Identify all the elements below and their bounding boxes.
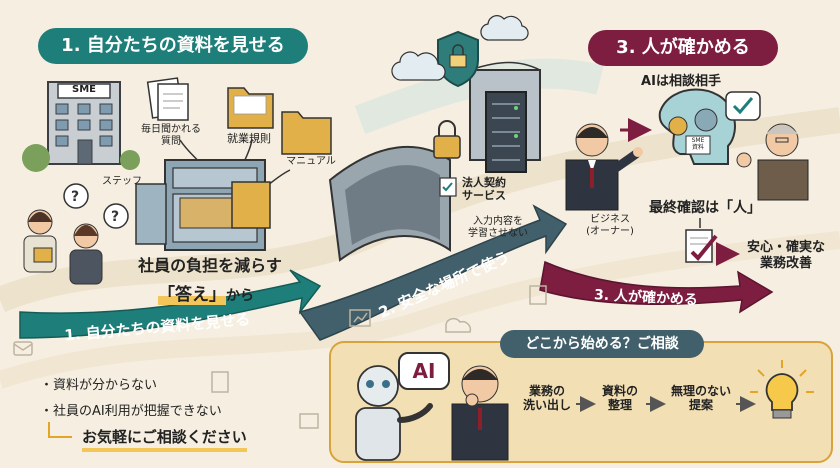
consult-step-3: 無理のない 提案 bbox=[670, 384, 731, 413]
arrow-step3 bbox=[539, 260, 774, 314]
question-bubble-icon: ? bbox=[63, 183, 89, 209]
result-label: 安心・確実な 業務改善 bbox=[746, 240, 825, 271]
question-bubble-icon: ? bbox=[103, 203, 129, 229]
burden-text-line2: 「答え」から bbox=[158, 280, 298, 305]
shield-lock-icon bbox=[437, 30, 479, 88]
service-label: 法人契約 サービス bbox=[462, 176, 506, 203]
ai-role-label: AIは相談相手 bbox=[641, 74, 721, 89]
checklist-icon bbox=[439, 177, 457, 197]
document-stack-icon bbox=[146, 77, 189, 121]
no-training-label: 入力内容を 学習させない bbox=[468, 216, 528, 239]
staff-label: ステッフ bbox=[102, 176, 142, 187]
cta-text[interactable]: お気軽にご相談ください bbox=[82, 426, 247, 452]
arrow-step1 bbox=[19, 269, 322, 339]
docs-label-rules: 就業規則 bbox=[227, 132, 271, 145]
pain-point-2: ・社員のAI利用が把握できない bbox=[40, 404, 222, 419]
checked-document-icon bbox=[685, 229, 718, 263]
docs-label-faq: 毎日聞かれる 質問 bbox=[141, 124, 201, 147]
folder-icon bbox=[227, 87, 274, 129]
business-owner-label: ビジネス (オーナー) bbox=[586, 214, 634, 237]
robot-illustration bbox=[355, 365, 433, 461]
cloud-icon bbox=[480, 15, 529, 41]
lightbulb-icon bbox=[750, 360, 814, 419]
padlock-icon bbox=[433, 120, 461, 159]
ai-head-icon bbox=[658, 88, 736, 165]
folder-icon bbox=[281, 111, 332, 155]
section3-title: 3. 人が確かめる bbox=[588, 30, 778, 66]
senior-advisor-illustration bbox=[736, 123, 809, 201]
final-check-label: 最終確認は「人」 bbox=[649, 200, 761, 216]
sme-doc-label: SME 資料 bbox=[691, 137, 705, 152]
consult-step-1: 業務の 洗い出し bbox=[522, 384, 571, 413]
office-building-icon bbox=[22, 81, 140, 172]
filing-cabinet-icon bbox=[135, 159, 271, 251]
staff-people-illustration bbox=[23, 209, 103, 285]
burden-text-line1: 社員の負担を減らす bbox=[138, 256, 282, 275]
consult-title: どこから始める？ご相談 bbox=[500, 330, 704, 358]
svg-text:?: ? bbox=[71, 189, 79, 205]
cta-arrow-icon bbox=[48, 422, 72, 438]
arrow-step2 bbox=[298, 204, 568, 341]
decor-icons bbox=[13, 285, 547, 429]
cloud-icon bbox=[391, 51, 446, 81]
ai-speech-bubble: AI bbox=[398, 352, 450, 390]
section1-title: 1. 自分たちの資料を見せる bbox=[38, 28, 308, 64]
business-owner-illustration bbox=[565, 123, 643, 211]
svg-text:?: ? bbox=[111, 209, 119, 225]
sme-sign: SME bbox=[72, 84, 96, 95]
answer-highlight: 「答え」 bbox=[158, 285, 226, 305]
server-rack-icon bbox=[485, 91, 527, 173]
thinking-man-illustration bbox=[451, 365, 509, 461]
pain-point-1: ・資料が分からない bbox=[40, 378, 158, 393]
docs-label-manual: マニュアル bbox=[286, 156, 336, 167]
check-bubble-icon bbox=[725, 91, 761, 121]
answer-suffix: から bbox=[226, 288, 254, 304]
consult-step-2: 資料の 整理 bbox=[601, 384, 638, 413]
